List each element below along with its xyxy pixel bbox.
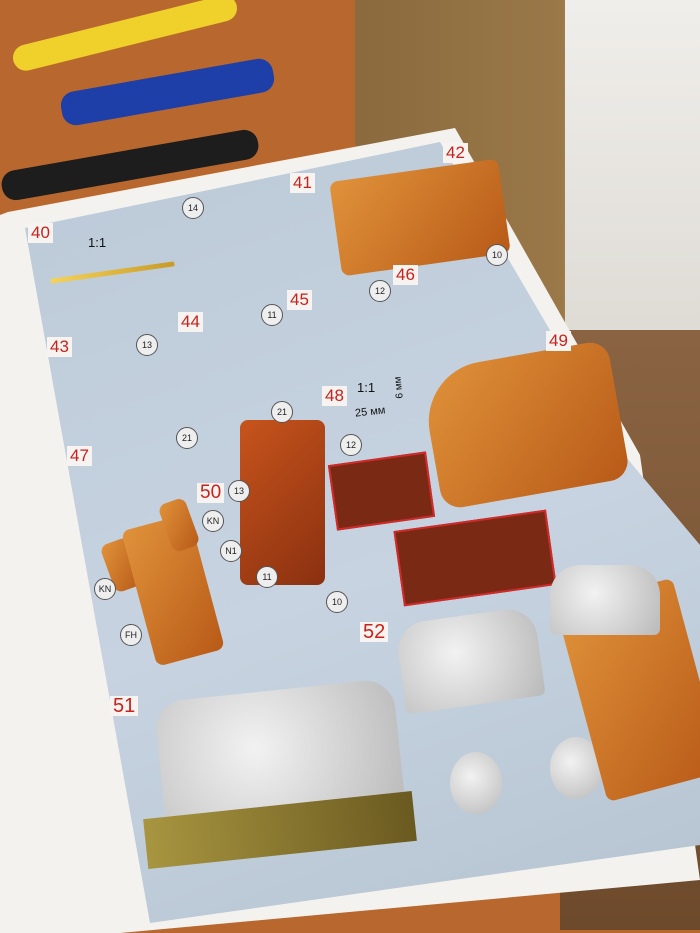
part-label: 11 [256, 566, 278, 588]
scale-label-40: 1:1 [88, 235, 107, 250]
stern-relief-mounted [550, 565, 660, 635]
step-number: 48 [322, 386, 347, 406]
part-label: KN [202, 510, 224, 532]
step-number: 44 [178, 312, 203, 332]
step-number: 52 [360, 622, 389, 642]
part-label: 21 [271, 401, 293, 423]
mask-ornament-left [450, 752, 502, 814]
dimension-height: 6 мм [392, 375, 406, 400]
step-number: 49 [546, 331, 571, 351]
step-number: 45 [287, 290, 312, 310]
stern-relief-small [394, 605, 546, 715]
step-number: 46 [393, 265, 418, 285]
step-number: 43 [47, 337, 72, 357]
rudder-image [240, 420, 325, 585]
part-label: N1 [220, 540, 242, 562]
white-wall [565, 0, 700, 340]
step-number: 41 [290, 173, 315, 193]
part-label: 12 [340, 434, 362, 456]
part-label: 13 [228, 480, 250, 502]
step-number: 42 [443, 143, 468, 163]
part-label: 14 [182, 197, 204, 219]
part-label: KN [94, 578, 116, 600]
step-number: 47 [67, 446, 92, 466]
part-label: 11 [261, 304, 283, 326]
step-number: 51 [110, 696, 139, 716]
part-label: 12 [369, 280, 391, 302]
step-number: 50 [197, 483, 225, 503]
pliers-yellow [10, 0, 240, 74]
part-label: 21 [176, 427, 198, 449]
pliers-blue [58, 56, 277, 128]
scale-label-48: 1:1 [357, 380, 376, 395]
detail-callout-top [327, 451, 436, 531]
step-number: 40 [28, 223, 53, 243]
part-label: 10 [326, 591, 348, 613]
part-label: 13 [136, 334, 158, 356]
part-label: FH [120, 624, 142, 646]
part-label: 10 [486, 244, 508, 266]
